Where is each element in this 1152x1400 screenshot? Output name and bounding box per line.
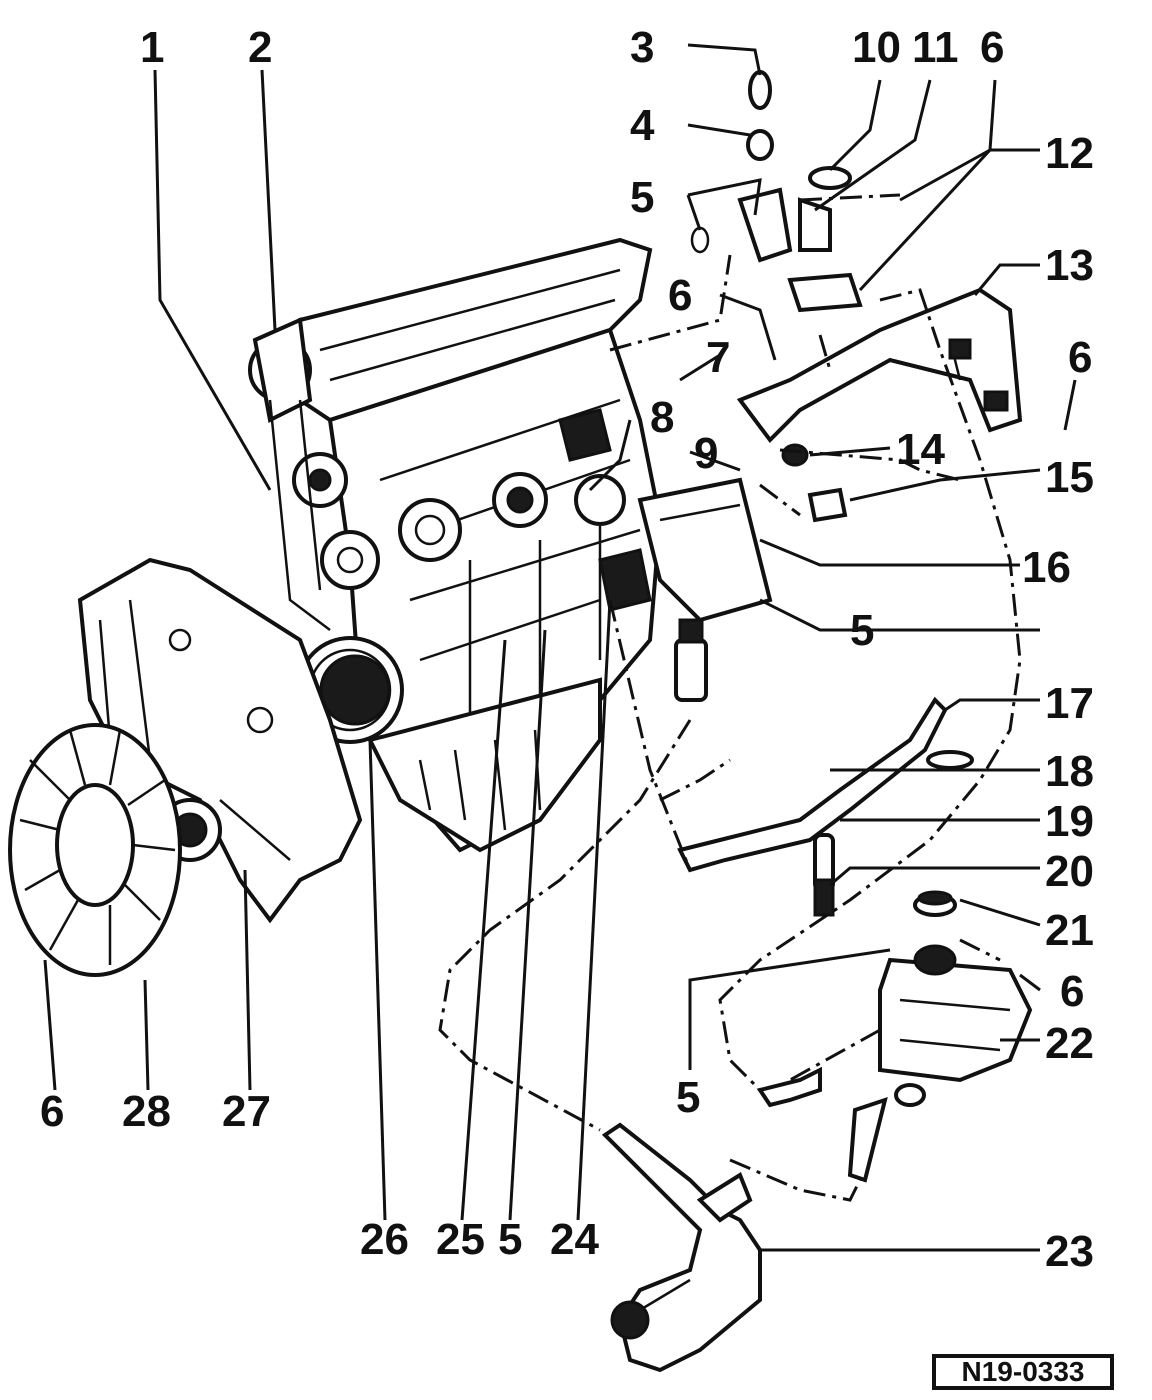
callout-6-top: 6 (980, 23, 1004, 72)
callout-16: 16 (1022, 543, 1071, 592)
callout-28: 28 (122, 1087, 171, 1136)
leader-lines (43, 43, 1077, 1252)
callout-14: 14 (896, 425, 945, 474)
callout-19: 19 (1045, 797, 1094, 846)
callout-10: 10 (852, 23, 901, 72)
callout-22: 22 (1045, 1019, 1094, 1068)
callout-6-right: 6 (1068, 333, 1092, 382)
callout-20: 20 (1045, 847, 1094, 896)
callout-15: 15 (1045, 453, 1094, 502)
callout-7: 7 (706, 333, 730, 382)
callout-5-top: 5 (630, 173, 654, 222)
callout-12: 12 (1045, 129, 1094, 178)
radiator-hose (601, 1122, 762, 1373)
tank-hose (847, 1096, 888, 1183)
callout-25: 25 (436, 1215, 485, 1264)
callout-18: 18 (1045, 747, 1094, 796)
cooling-fan (8, 723, 182, 977)
callout-26: 26 (360, 1215, 409, 1264)
callout-17: 17 (1045, 679, 1094, 728)
callout-11: 11 (912, 23, 959, 72)
belt-idler (268, 399, 380, 631)
callout-8: 8 (650, 393, 674, 442)
callout-27: 27 (222, 1087, 271, 1136)
callout-9: 9 (694, 429, 718, 478)
routing-lines (438, 193, 1022, 1202)
return-hose (756, 1066, 822, 1108)
callout-labels: 1 2 3 4 5 10 11 6 12 13 6 6 7 8 9 14 15 … (40, 23, 1094, 1276)
callout-5-right: 5 (850, 606, 874, 655)
engine-block (298, 237, 663, 853)
callout-6-left: 6 (40, 1087, 64, 1136)
upper-connector (690, 70, 863, 313)
callout-5-bottom: 5 (498, 1215, 522, 1264)
callout-2: 2 (248, 23, 272, 72)
coolant-flange (637, 477, 773, 702)
upper-coolant-pipe (736, 287, 1023, 444)
callout-6-mid: 6 (668, 271, 692, 320)
expansion-tank (878, 890, 1033, 1107)
callout-3: 3 (630, 23, 654, 72)
callout-24: 24 (550, 1215, 599, 1264)
alternator-bracket (77, 557, 363, 924)
callout-4: 4 (630, 101, 655, 150)
callout-23: 23 (1045, 1227, 1094, 1276)
callout-5-lower: 5 (676, 1073, 700, 1122)
callout-1: 1 (140, 23, 164, 72)
callout-21: 21 (1045, 906, 1094, 955)
callout-13: 13 (1045, 241, 1094, 290)
lower-coolant-pipe (677, 696, 974, 917)
timing-belt-pulley (248, 317, 313, 423)
callout-6-tank: 6 (1060, 967, 1084, 1016)
reference-code-label: N19-0333 (932, 1354, 1114, 1390)
